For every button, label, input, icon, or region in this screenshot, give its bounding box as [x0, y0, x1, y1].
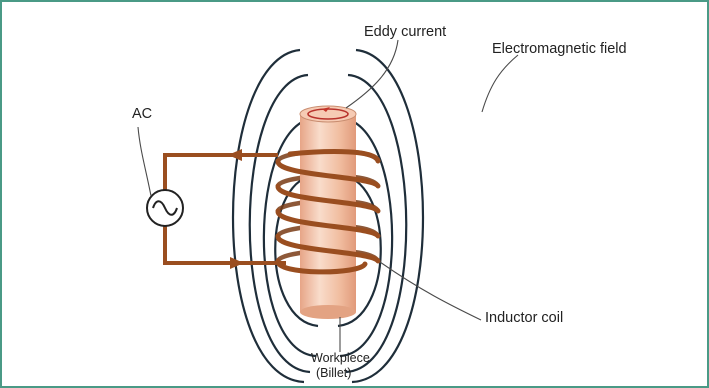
ac-leader — [137, 126, 152, 197]
field-line-left-3 — [248, 73, 311, 374]
electromagnetic-field-label: Electromagnetic field — [492, 41, 627, 57]
field-line-right-3 — [345, 73, 408, 374]
eddy-current-label: Eddy current — [364, 24, 447, 40]
eddy-current-leader — [345, 39, 399, 109]
field-line-left-2 — [262, 116, 317, 358]
field-line-right-2 — [339, 116, 394, 358]
lead-top-arrow — [228, 149, 242, 161]
field-line-left-inner — [274, 173, 319, 328]
billet-label: (Billet) — [316, 366, 352, 380]
leader-lines — [137, 39, 519, 352]
inductor-coil-label: Inductor coil — [485, 310, 564, 326]
inductor-coil-leader — [379, 261, 482, 321]
billet-bottom — [300, 305, 356, 319]
electromagnetic-field-leader — [481, 54, 519, 113]
workpiece-billet — [299, 105, 357, 319]
ac-label: AC — [132, 106, 153, 122]
lead-bottom — [163, 226, 286, 265]
eddy-current-arrow — [322, 107, 330, 112]
electromagnetic-field-lines — [232, 48, 424, 384]
field-line-left-4 — [232, 48, 305, 384]
lead-top — [163, 153, 278, 190]
lead-bottom-arrow — [230, 257, 244, 269]
workpiece-label: Workpiece — [311, 351, 370, 365]
ac-source-icon — [146, 189, 184, 227]
